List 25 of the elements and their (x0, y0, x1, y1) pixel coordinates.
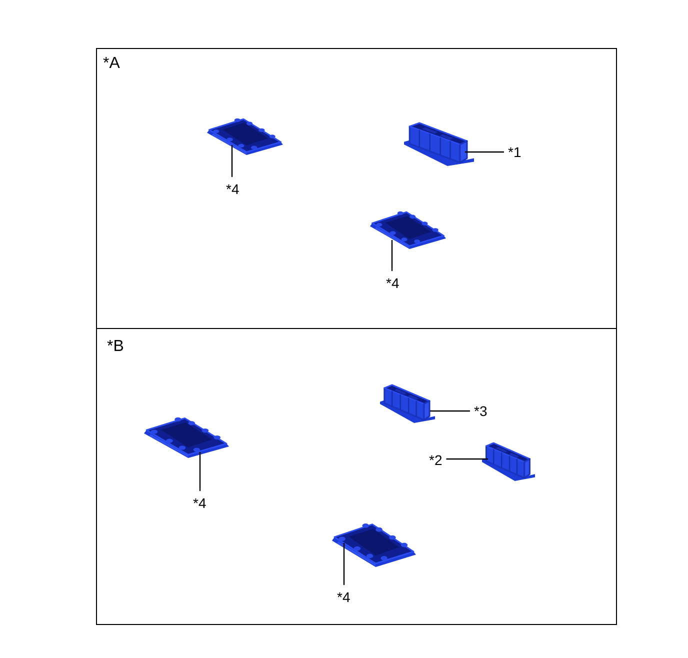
leader-line (465, 151, 504, 153)
panel-label: *B (107, 338, 124, 356)
callout-number: *4 (226, 181, 240, 197)
leader-line (391, 240, 393, 271)
callout-number: *4 (337, 589, 350, 605)
component-drawing (482, 443, 535, 481)
component-drawing (207, 118, 283, 155)
component-drawing (144, 417, 229, 458)
panel-label: *A (103, 55, 120, 73)
callout-number: *3 (474, 403, 488, 419)
leader-line (231, 145, 233, 177)
leader-line (343, 543, 345, 585)
component-drawing (370, 211, 446, 249)
component-drawing (380, 385, 435, 423)
leader-line (446, 458, 488, 460)
callout-number: *4 (386, 275, 400, 291)
callout-number: *4 (193, 495, 206, 511)
panel-frame (96, 328, 617, 625)
component-drawing (404, 123, 474, 166)
component-drawing (332, 523, 416, 567)
leader-line (199, 452, 201, 491)
panel-frame (96, 48, 617, 329)
leader-line (430, 410, 470, 412)
callout-number: *2 (429, 452, 442, 468)
callout-number: *1 (508, 144, 522, 160)
